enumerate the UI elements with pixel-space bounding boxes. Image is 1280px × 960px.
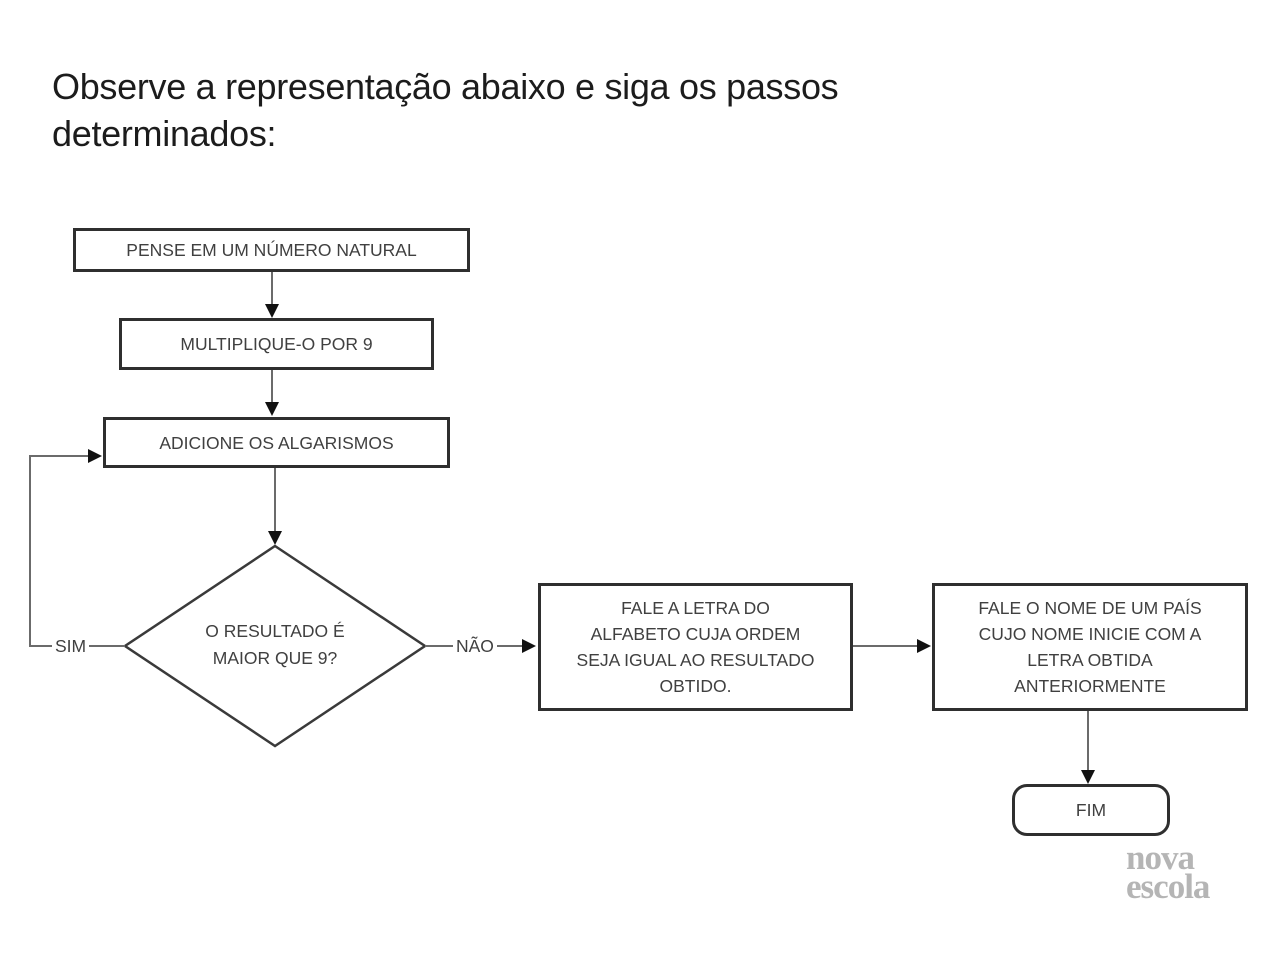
node-label-line: ANTERIORMENTE (1014, 676, 1166, 696)
node-label-line: FALE O NOME DE UM PAÍS (978, 598, 1202, 618)
edge-label-sim: SIM (52, 634, 90, 658)
arrowhead-down-icon (268, 531, 282, 545)
node-label-line: LETRA OBTIDA (1027, 650, 1153, 670)
node-label: PENSE EM UM NÚMERO NATURAL (126, 240, 417, 260)
arrowhead-down-icon (265, 304, 279, 318)
logo-line: nova (1126, 838, 1195, 877)
flowchart-node-end: FIM (1012, 784, 1170, 836)
node-label-line: FALE A LETRA DO (621, 598, 770, 618)
node-label: FIM (1075, 800, 1107, 820)
node-label-line: MAIOR QUE 9? (212, 648, 338, 668)
edge-label-nao: NÃO (453, 634, 497, 658)
flowchart-node-start: PENSE EM UM NÚMERO NATURAL (73, 228, 470, 272)
arrowhead-down-icon (1081, 770, 1095, 784)
connector-decision-sim-loop (29, 455, 125, 647)
node-label-line: O RESULTADO É (205, 621, 345, 641)
node-label-line: CUJO NOME INICIE COM A (978, 624, 1202, 644)
arrowhead-right-icon (88, 449, 102, 463)
decision-diamond (122, 544, 428, 748)
arrowhead-down-icon (265, 402, 279, 416)
node-label-line: OBTIDO. (659, 676, 732, 696)
arrowhead-right-icon (522, 639, 536, 653)
nova-escola-logo: nova escola (1126, 838, 1210, 906)
page-title: Observe a representação abaixo e siga os… (52, 66, 839, 154)
node-label: MULTIPLIQUE-O POR 9 (180, 334, 373, 354)
flowchart-node-letter: FALE A LETRA DO ALFABETO CUJA ORDEM SEJA… (538, 583, 853, 711)
flowchart-node-decision-label: O RESULTADO É MAIOR QUE 9? (150, 618, 400, 672)
flowchart-node-multiply: MULTIPLIQUE-O POR 9 (119, 318, 434, 370)
flowchart-node-country: FALE O NOME DE UM PAÍS CUJO NOME INICIE … (932, 583, 1248, 711)
arrowhead-right-icon (917, 639, 931, 653)
logo-line: escola (1126, 867, 1210, 906)
node-label: ADICIONE OS ALGARISMOS (159, 432, 394, 453)
node-label-line: SEJA IGUAL AO RESULTADO (576, 650, 815, 670)
node-label-line: ALFABETO CUJA ORDEM (590, 624, 801, 644)
flowchart-node-add: ADICIONE OS ALGARISMOS (103, 417, 450, 468)
